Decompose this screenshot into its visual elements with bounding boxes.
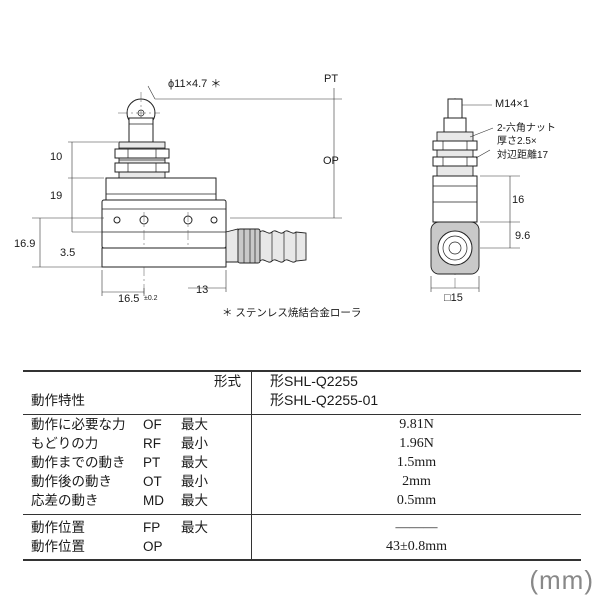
- hex-nut-lower: [114, 162, 170, 173]
- value-ot: 2mm: [402, 474, 431, 489]
- side-body: [432, 175, 478, 223]
- dim-13: 13: [196, 284, 208, 296]
- model-2: 形SHL-Q2255-01: [270, 392, 379, 408]
- front-view: [32, 85, 342, 296]
- housing-body: [101, 199, 227, 249]
- nut-line3: 対辺距離17: [497, 148, 549, 161]
- housing-base: [101, 247, 227, 268]
- value-fp: ―――: [251, 514, 581, 537]
- dim-op: OP: [323, 155, 339, 167]
- dim-16: 16: [512, 194, 524, 206]
- model-1: 形SHL-Q2255: [251, 370, 581, 391]
- gland: [225, 228, 239, 263]
- side-view: [430, 98, 520, 292]
- nut-line1: 2-六角ナット: [497, 122, 556, 134]
- unit-label: (mm): [529, 565, 594, 595]
- gland-nut: [237, 228, 261, 264]
- value-of: 9.81N: [251, 414, 581, 434]
- header-keishiki: 形式: [214, 374, 241, 389]
- side-thread: [436, 131, 474, 177]
- mount-hole-1: [113, 216, 121, 224]
- cable-boot: [259, 230, 307, 263]
- dimension-drawing: ϕ11×4.7 ＊ PT OP 10 19 16.9 3.5 16.5 ±0.2…: [14, 73, 556, 319]
- nut-line2: 厚さ2.5×: [497, 135, 537, 147]
- dim-10: 10: [50, 151, 62, 163]
- dim-16-9: 16.9: [14, 238, 35, 250]
- value-rf: 1.96N: [399, 436, 434, 451]
- header-char-title: 動作特性: [23, 391, 252, 415]
- dim-19: 19: [50, 190, 62, 202]
- dim-square-15: □15: [444, 292, 463, 304]
- material-note: ＊ ステンレス焼結合金ローラ: [222, 306, 361, 319]
- hex-nut-upper: [114, 148, 170, 159]
- value-md: 0.5mm: [396, 493, 437, 508]
- operating-characteristics-table: 形式 形SHL-Q2255 動作特性 形SHL-Q2255-01 動作に必要な力…: [23, 370, 581, 561]
- mount-hole-4: [210, 216, 218, 224]
- dim-pt: PT: [324, 73, 338, 85]
- value-op: 43±0.8mm: [251, 537, 581, 561]
- dim-3-5: 3.5: [60, 247, 75, 259]
- dim-m14: M14×1: [495, 98, 529, 110]
- dim-tolerance: ±0.2: [144, 295, 158, 302]
- plunger: [128, 117, 154, 143]
- dim-9-6: 9.6: [515, 230, 530, 242]
- dim-16-5: 16.5: [118, 293, 139, 305]
- housing-top: [105, 177, 217, 201]
- value-pt: 1.5mm: [396, 455, 437, 470]
- dim-roller: ϕ11×4.7 ＊: [168, 78, 221, 90]
